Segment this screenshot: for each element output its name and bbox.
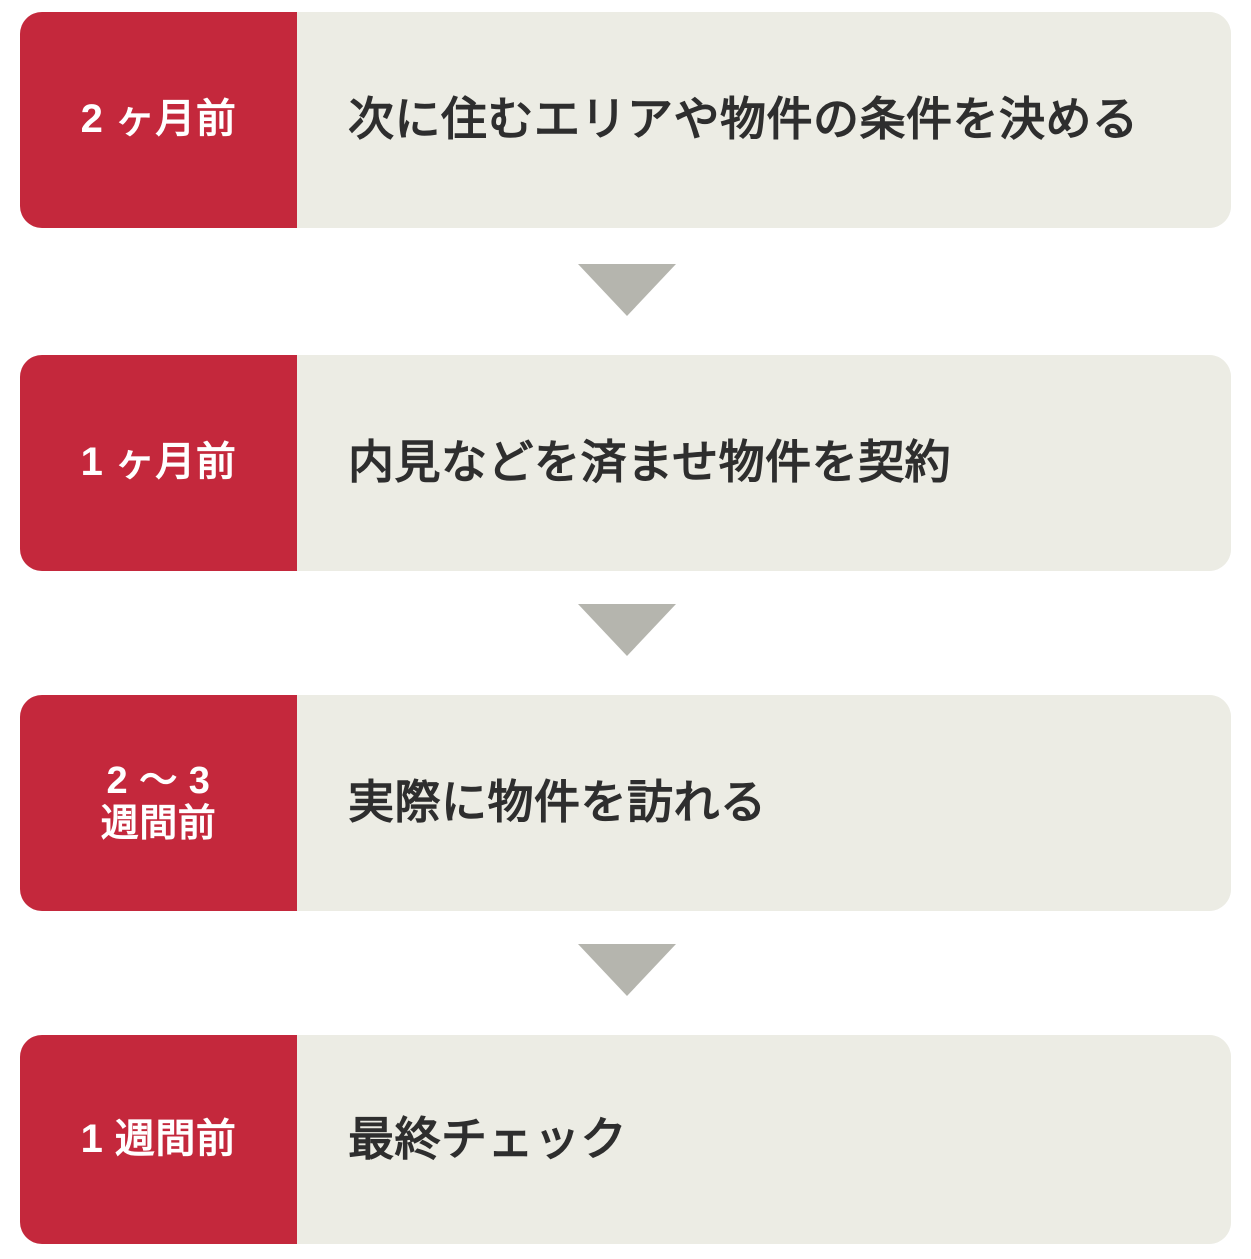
- step-4-time-label: 1 週間前: [20, 1035, 297, 1244]
- step-4-time-line-1: 1 週間前: [80, 1116, 237, 1161]
- step-3-time-label: 2 〜 3 週間前: [20, 695, 297, 911]
- step-1-time-line-1: 2 ヶ月前: [80, 97, 237, 142]
- step-2-time-label: 1 ヶ月前: [20, 355, 297, 571]
- connector-3: [578, 944, 676, 996]
- triangle-down-icon: [578, 604, 676, 656]
- step-3-description-panel: 実際に物件を訪れる: [297, 695, 1231, 911]
- step-4-description-text: 最終チェック: [348, 1112, 627, 1165]
- triangle-down-icon: [578, 944, 676, 996]
- step-2-description-panel: 内見などを済ませ物件を契約: [297, 355, 1231, 571]
- step-2-time-line-1: 1 ヶ月前: [80, 440, 237, 485]
- step-3-description-text: 実際に物件を訪れる: [348, 776, 767, 829]
- timeline-step-2: 1 ヶ月前 内見などを済ませ物件を契約: [20, 355, 1231, 571]
- step-1-time-label: 2 ヶ月前: [20, 12, 297, 228]
- timeline-step-1: 2 ヶ月前 次に住むエリアや物件の条件を決める: [20, 12, 1231, 228]
- connector-2: [578, 604, 676, 656]
- step-2-description-text: 内見などを済ませ物件を契約: [348, 436, 952, 489]
- timeline-step-4: 1 週間前 最終チェック: [20, 1035, 1231, 1244]
- step-1-description-text: 次に住むエリアや物件の条件を決める: [348, 93, 1139, 146]
- triangle-down-icon: [578, 264, 676, 316]
- step-3-time-line-2: 週間前: [100, 803, 217, 845]
- connector-1: [578, 264, 676, 316]
- timeline-step-3: 2 〜 3 週間前 実際に物件を訪れる: [20, 695, 1231, 911]
- step-3-time-line-1: 2 〜 3: [106, 760, 211, 803]
- step-4-description-panel: 最終チェック: [297, 1035, 1231, 1244]
- step-1-description-panel: 次に住むエリアや物件の条件を決める: [297, 12, 1231, 228]
